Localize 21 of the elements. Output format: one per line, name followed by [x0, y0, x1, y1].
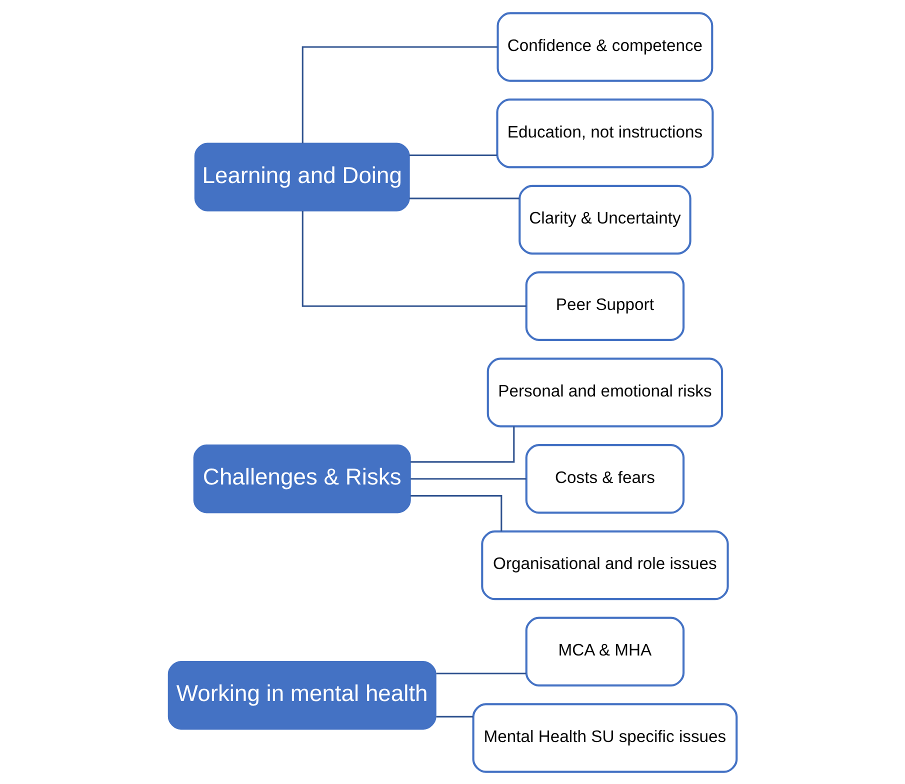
node-box: Organisational and role issues [481, 530, 729, 600]
node-box: Challenges & Risks [193, 444, 411, 513]
node-box: Clarity & Uncertainty [518, 184, 692, 254]
connector [409, 154, 497, 156]
node-box: Mental Health SU specific issues [472, 702, 738, 772]
node-box: Costs & fears [525, 444, 685, 514]
connector [409, 197, 520, 199]
node-box: Personal and emotional risks [486, 357, 724, 427]
node-box: Working in mental health [168, 660, 436, 730]
node-box: Confidence & competence [496, 12, 714, 82]
connector [302, 210, 526, 306]
connector [436, 715, 473, 717]
connector [302, 46, 498, 143]
connector [436, 672, 526, 674]
node-box: MCA & MHA [525, 616, 685, 686]
connector [410, 478, 526, 480]
connector [410, 494, 502, 531]
node-box: Education, not instructions [496, 98, 714, 168]
node-box: Peer Support [525, 270, 685, 340]
connector [410, 426, 515, 462]
node-box: Learning and Doing [194, 142, 410, 211]
